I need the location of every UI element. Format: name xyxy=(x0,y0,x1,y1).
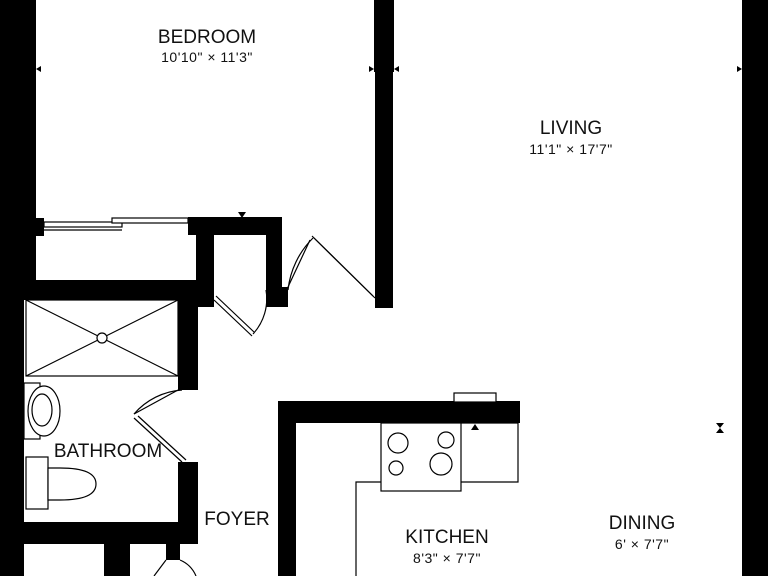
range-hood xyxy=(453,392,497,403)
foyer-wall-bottom-left xyxy=(104,544,130,576)
kitchen-name: KITCHEN xyxy=(405,527,488,548)
bedroom-dimensions: 10'10" × 11'3" xyxy=(161,49,253,65)
room-label-foyer: FOYER xyxy=(204,509,269,530)
dimension-markers xyxy=(36,66,742,433)
dining-name: DINING xyxy=(609,513,676,534)
bedroom-door xyxy=(287,235,376,299)
kitchen-counter xyxy=(461,422,519,483)
shower-drain xyxy=(96,332,108,344)
stove-burner xyxy=(429,452,453,476)
living-dimensions: 11'1" × 17'7" xyxy=(529,141,612,157)
room-label-bathroom: BATHROOM xyxy=(54,441,162,462)
dining-dimensions: 6' × 7'7" xyxy=(615,536,669,552)
stove-burner xyxy=(388,460,404,476)
room-label-dining: DINING 6' × 7'7" xyxy=(609,513,676,552)
bath-right-wall-upper xyxy=(178,280,198,390)
kitchen-wall-left xyxy=(278,401,296,576)
bathroom-door xyxy=(133,389,187,463)
room-label-kitchen: KITCHEN 8'3" × 7'7" xyxy=(405,527,488,566)
stove-burner xyxy=(437,431,455,449)
bedroom-left-wall xyxy=(24,0,36,280)
kitchen-dimensions: 8'3" × 7'7" xyxy=(413,550,481,566)
bedroom-bath-wall xyxy=(24,280,214,300)
bathroom-sink xyxy=(23,382,61,440)
bedroom-living-partition xyxy=(374,0,394,72)
room-label-living: LIVING 11'1" × 17'7" xyxy=(529,118,612,157)
bedroom-sliding-closet-door xyxy=(43,217,189,231)
stove-burner xyxy=(387,432,409,454)
living-name: LIVING xyxy=(540,118,602,139)
shower xyxy=(25,299,179,377)
foyer-name: FOYER xyxy=(204,509,269,530)
kitchen-counter-edge xyxy=(355,481,381,576)
entry-door xyxy=(153,559,197,576)
bedroom-living-partition-lower xyxy=(375,72,393,308)
closet-wall-right xyxy=(266,217,282,287)
closet-door xyxy=(213,289,268,337)
kitchen-wall-top xyxy=(278,401,520,423)
bedroom-name: BEDROOM xyxy=(158,27,256,48)
bedroom-left-wall-stub xyxy=(24,218,44,236)
bath-bottom-wall xyxy=(24,522,198,544)
bathroom-name: BATHROOM xyxy=(54,441,162,462)
room-label-bedroom: BEDROOM 10'10" × 11'3" xyxy=(158,27,256,65)
right-outer-wall xyxy=(742,0,768,576)
kitchen-fixtures xyxy=(355,392,519,576)
closet-jamb xyxy=(266,287,288,307)
foyer-door-jamb xyxy=(166,544,180,560)
left-outer-wall xyxy=(0,0,24,576)
toilet xyxy=(25,456,97,510)
